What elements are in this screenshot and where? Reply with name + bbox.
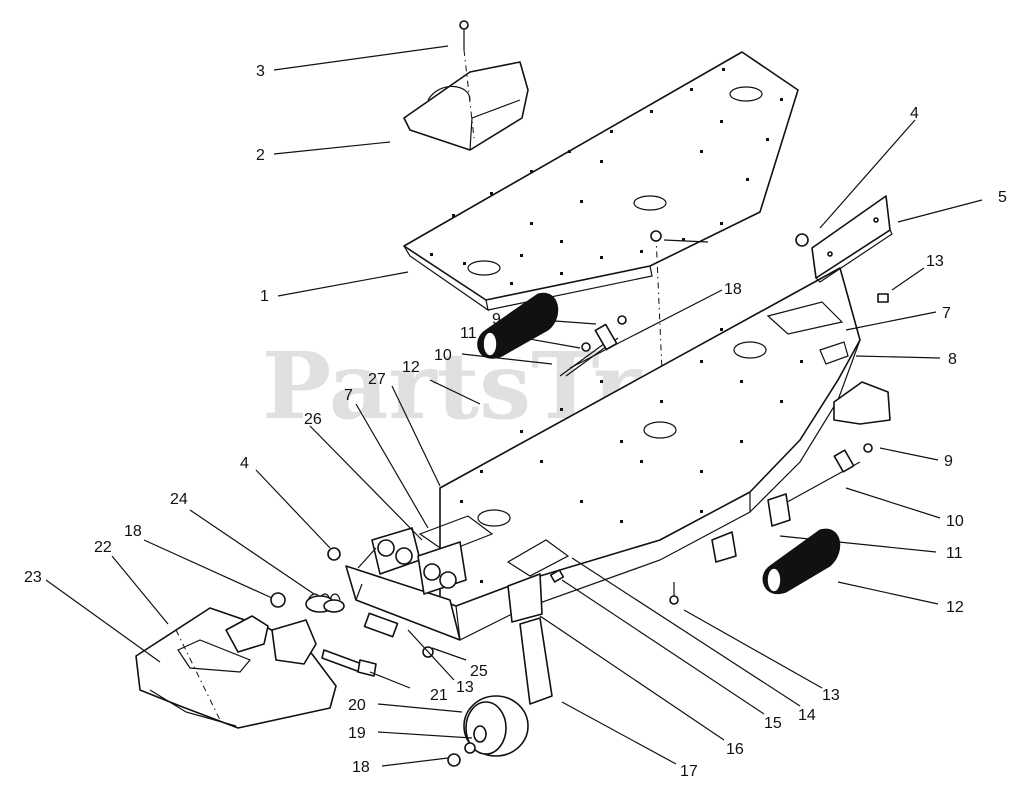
bolt-15-icon (549, 569, 565, 583)
callout-2: 2 (256, 147, 265, 164)
callout-22: 22 (94, 539, 112, 556)
top-shield (403, 20, 529, 151)
discharge-chute (135, 607, 337, 729)
callout-18-bottom: 18 (352, 759, 370, 776)
wheel-assembly (447, 573, 553, 767)
callout-7-left: 7 (344, 387, 353, 404)
bracket-right-lower (711, 531, 737, 563)
spring-icon (305, 593, 345, 613)
callout-12-left: 12 (402, 359, 420, 376)
callout-14: 14 (798, 707, 816, 724)
callout-4-right: 4 (910, 105, 919, 122)
callout-8: 8 (948, 351, 957, 368)
callout-15: 15 (764, 715, 782, 732)
callout-25: 25 (470, 663, 488, 680)
nut-icon (650, 230, 662, 242)
hinge-assembly (345, 527, 467, 641)
callout-20: 20 (348, 697, 366, 714)
callout-12-right: 12 (946, 599, 964, 616)
callout-5: 5 (998, 189, 1007, 206)
mower-deck (418, 267, 861, 641)
callout-4-left: 4 (240, 455, 249, 472)
callout-13-right: 13 (926, 253, 944, 270)
right-side-plate (795, 195, 893, 365)
callout-7-right: 7 (942, 305, 951, 322)
callout-21: 21 (430, 687, 448, 704)
callout-labels: 3 2 1 4 5 13 18 7 8 9 11 10 12 27 7 26 4… (24, 63, 1007, 780)
roller-right (762, 528, 841, 595)
callout-13-left: 13 (456, 679, 474, 696)
bolt-13b-icon (669, 582, 679, 605)
callout-10-right: 10 (946, 513, 964, 530)
callout-24: 24 (170, 491, 188, 508)
callout-10-center: 10 (434, 347, 452, 364)
center-bolt-assembly (559, 315, 627, 377)
callout-26: 26 (304, 411, 322, 428)
roller-left (477, 292, 559, 359)
callout-11-right: 11 (946, 545, 963, 562)
callout-27: 27 (368, 371, 386, 388)
nut-left-icon (327, 547, 341, 561)
callout-18-center: 18 (724, 281, 742, 298)
callout-23: 23 (24, 569, 42, 586)
callout-19: 19 (348, 725, 366, 742)
deck-top-plate (403, 51, 799, 312)
callout-9-center: 9 (492, 311, 501, 328)
callout-17: 17 (680, 763, 698, 780)
right-bracket (767, 381, 891, 527)
callout-16: 16 (726, 741, 744, 758)
callout-11-center: 11 (460, 325, 477, 342)
callout-18-left: 18 (124, 523, 142, 540)
callout-13-center: 13 (822, 687, 840, 704)
leader-lines (45, 45, 983, 767)
callout-1: 1 (260, 288, 269, 305)
bolt-21-icon (321, 649, 377, 677)
nut-18-icon (270, 592, 286, 608)
callout-3: 3 (256, 63, 265, 80)
callout-9-right: 9 (944, 453, 953, 470)
